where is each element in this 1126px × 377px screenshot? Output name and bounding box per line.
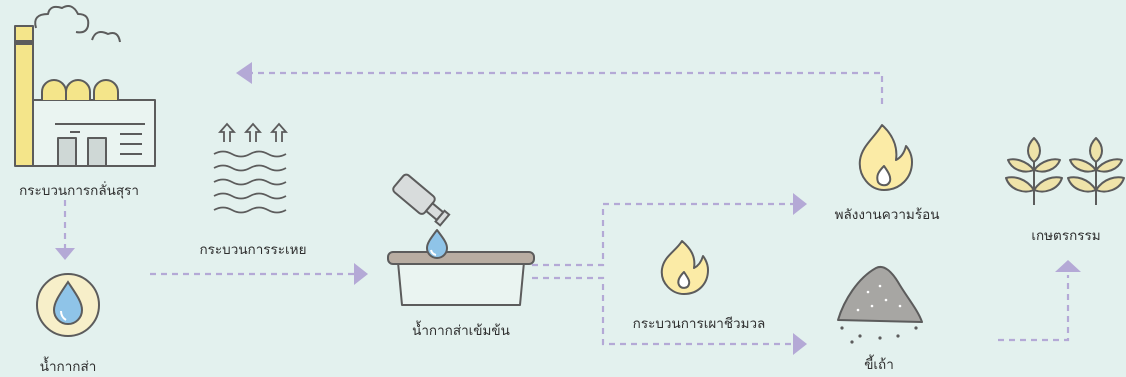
basin-icon bbox=[388, 230, 534, 305]
concentrated-vinasse-label: น้ำกากส่าเข้มข้น bbox=[412, 319, 510, 341]
arrowhead-ash bbox=[793, 333, 807, 355]
arrowhead-basin bbox=[354, 263, 368, 285]
ash-label: ขี้เถ้า bbox=[864, 353, 894, 375]
ash-pile-icon bbox=[838, 267, 922, 344]
heat-energy-label: พลังงานความร้อน bbox=[835, 203, 940, 225]
bottle-icon bbox=[392, 173, 452, 228]
evaporation-label: กระบวนการระเหย bbox=[200, 238, 307, 260]
factory-icon bbox=[15, 6, 155, 166]
vinasse-label: น้ำกากส่า bbox=[40, 355, 97, 377]
distillery-label: กระบวนการกลั่นสุรา bbox=[19, 179, 139, 201]
water-drop-icon bbox=[37, 274, 99, 336]
arrow-basin-to-heat bbox=[532, 204, 795, 265]
flame-icon-incineration bbox=[662, 241, 708, 294]
arrow-heat-to-factory bbox=[250, 73, 882, 104]
arrowhead-heat bbox=[793, 193, 807, 215]
agriculture-label: เกษตรกรรม bbox=[1031, 224, 1100, 246]
evaporation-waves-icon bbox=[214, 124, 286, 213]
arrowhead-factory bbox=[236, 62, 252, 84]
arrow-basin-to-ash bbox=[532, 278, 795, 344]
arrow-ash-to-agriculture bbox=[998, 275, 1068, 340]
arrowhead-agriculture bbox=[1055, 260, 1081, 272]
arrowhead-down bbox=[55, 248, 75, 260]
incineration-label: กระบวนการเผาชีวมวล bbox=[633, 312, 766, 334]
wheat-icon bbox=[1006, 138, 1124, 205]
flame-icon-heat bbox=[860, 125, 912, 190]
